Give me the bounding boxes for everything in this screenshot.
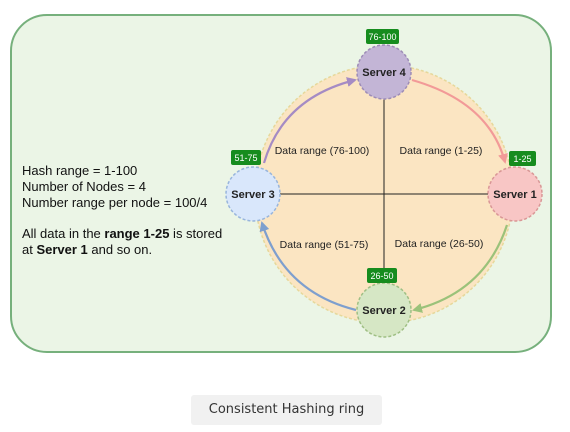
server3-node: Server 3 bbox=[225, 166, 281, 222]
note-range-bold: range 1-25 bbox=[104, 226, 170, 241]
arrow-server4-to-server1 bbox=[411, 78, 508, 164]
range-per-node-text: Number range per node = 100/4 bbox=[22, 195, 208, 210]
note-at: at bbox=[22, 242, 37, 257]
arrow-server1-to-server2 bbox=[412, 224, 509, 313]
node-count-text: Number of Nodes = 4 bbox=[22, 179, 146, 194]
server2-range-badge: 26-50 bbox=[367, 268, 397, 283]
storage-note-line1: All data in the range 1-25 is stored bbox=[22, 226, 222, 242]
note-middle: is stored bbox=[169, 226, 223, 241]
server2-label: Server 2 bbox=[362, 305, 405, 317]
server1-node: Server 1 bbox=[487, 166, 543, 222]
arrow-server3-to-server4 bbox=[262, 77, 357, 164]
note-prefix: All data in the bbox=[22, 226, 105, 241]
server4-node: Server 4 bbox=[356, 44, 412, 100]
server3-range-badge: 51-75 bbox=[231, 150, 261, 165]
server4-label: Server 4 bbox=[362, 67, 406, 79]
range-label-top-left: Data range (76-100) bbox=[275, 145, 370, 157]
server3-circle bbox=[225, 166, 281, 222]
range-label-top-right: Data range (1-25) bbox=[400, 145, 483, 157]
note-suffix: and so on. bbox=[87, 242, 153, 257]
server3-range-label: 51-75 bbox=[234, 153, 257, 163]
hash-range-text: Hash range = 1-100 bbox=[22, 163, 138, 178]
storage-note-line2: at Server 1 and so on. bbox=[22, 242, 152, 258]
server1-circle bbox=[487, 166, 543, 222]
server2-node: Server 2 bbox=[356, 282, 412, 338]
arrow-server2-to-server3 bbox=[259, 221, 357, 312]
server4-range-label: 76-100 bbox=[368, 32, 396, 42]
server4-range-badge: 76-100 bbox=[366, 29, 399, 44]
range-label-bottom-left: Data range (51-75) bbox=[280, 239, 369, 251]
note-server-bold: Server 1 bbox=[36, 242, 88, 257]
server1-label: Server 1 bbox=[493, 189, 536, 201]
diagram-caption: Consistent Hashing ring bbox=[191, 395, 382, 425]
server4-circle bbox=[356, 44, 412, 100]
server3-label: Server 3 bbox=[231, 189, 274, 201]
server1-range-badge: 1-25 bbox=[509, 151, 536, 166]
range-label-bottom-right: Data range (26-50) bbox=[395, 238, 484, 250]
server1-range-label: 1-25 bbox=[513, 154, 531, 164]
server2-range-label: 26-50 bbox=[370, 271, 393, 281]
